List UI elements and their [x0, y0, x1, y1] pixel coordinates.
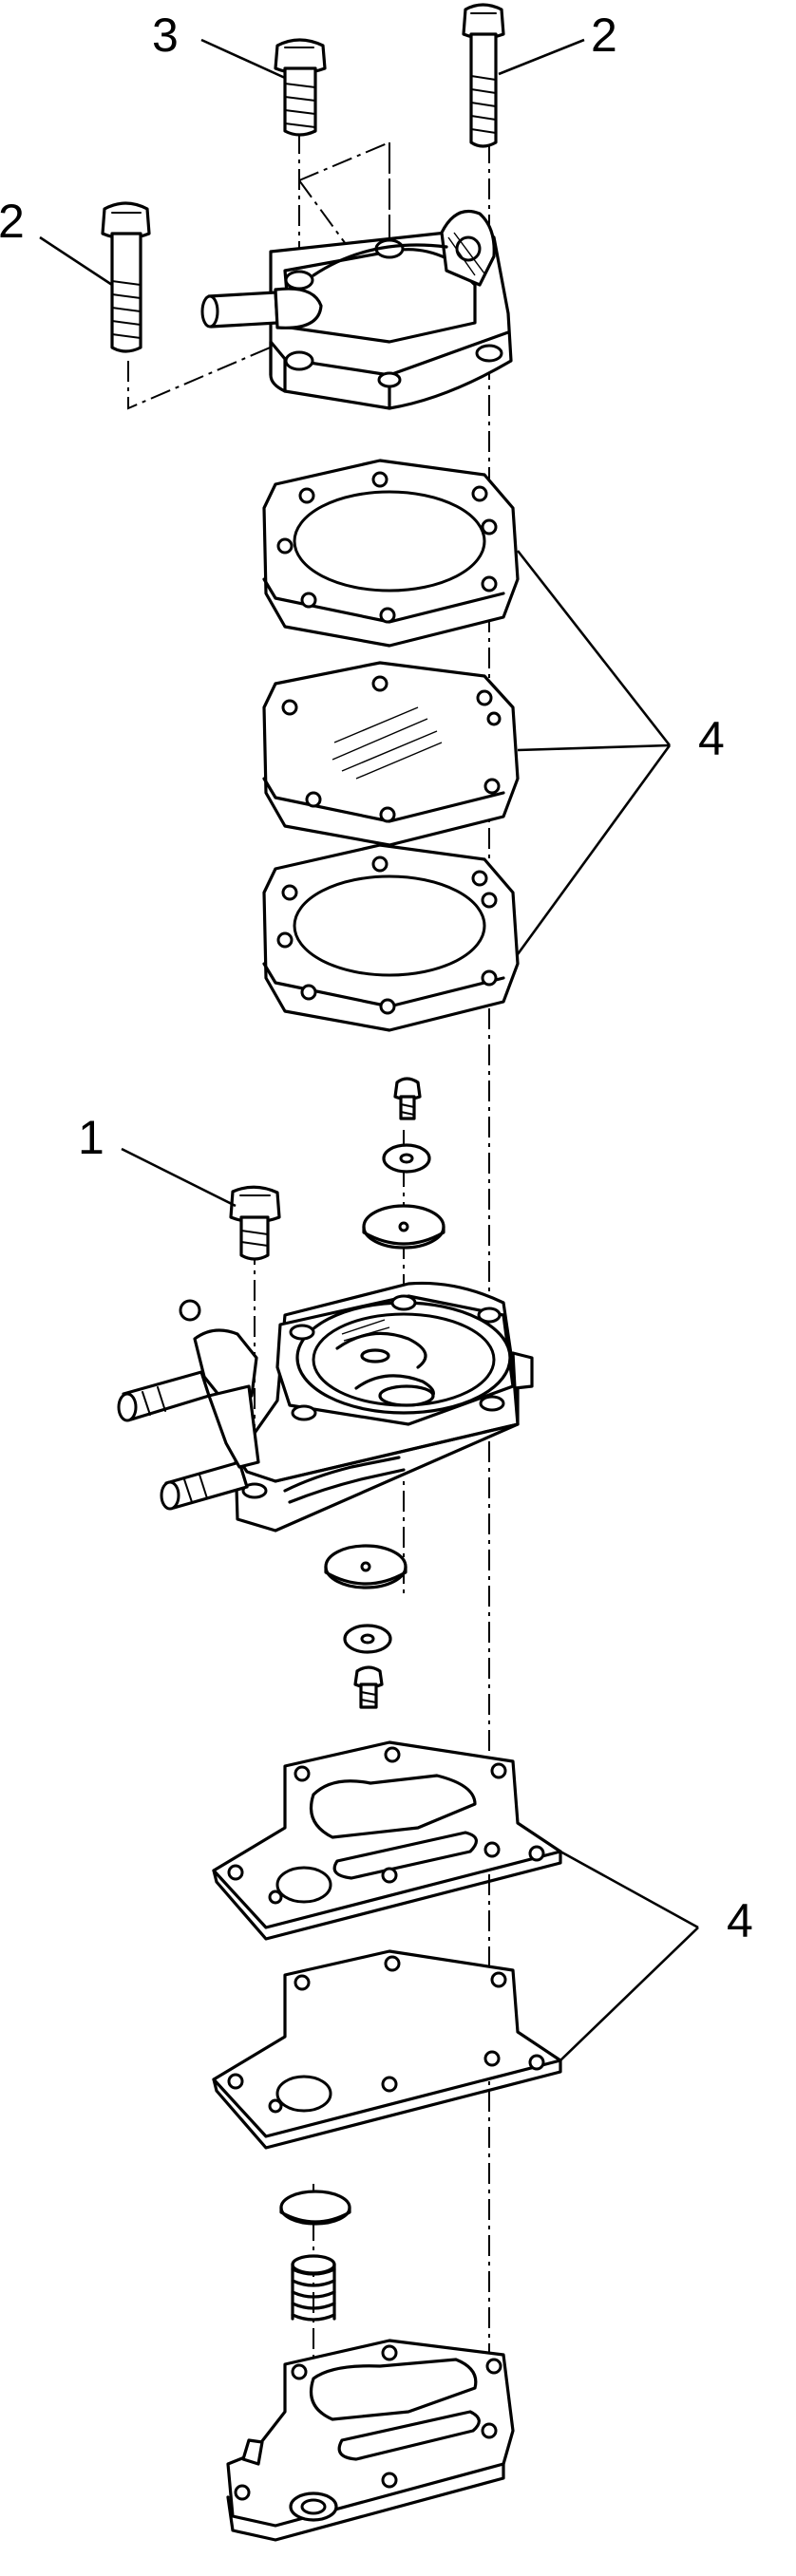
callout-2-top-right: 2: [591, 9, 617, 62]
callout-labels: 3 2 2 4 1 4: [0, 9, 753, 1947]
gasket-valve-upper: [212, 1740, 562, 1941]
pump-body: [117, 1281, 534, 1532]
callout-3: 3: [152, 9, 179, 62]
valve-screw-lower: [353, 1665, 384, 1709]
callout-4-upper: 4: [698, 712, 725, 765]
gasket-valve-lower: [212, 1949, 562, 2150]
valve-retainer-lower: [343, 1624, 392, 1654]
callout-2-left: 2: [0, 195, 25, 248]
relief-valve-disc: [279, 2190, 351, 2226]
screw-2-long-right: [462, 3, 505, 148]
valve-screw-upper: [393, 1077, 422, 1120]
valve-retainer-upper: [382, 1143, 431, 1174]
gasket-ring-lower: [262, 843, 520, 1032]
diaphragm-plate: [262, 661, 520, 847]
gasket-ring-upper: [262, 459, 520, 648]
screw-1: [229, 1185, 281, 1261]
callout-1: 1: [78, 1111, 104, 1164]
relief-valve-spring: [291, 2254, 336, 2322]
screw-3: [274, 38, 327, 137]
screw-2-long-left: [101, 201, 151, 353]
callout-leaders: [39, 38, 699, 2061]
check-valve-disc-upper: [362, 1204, 445, 1250]
callout-4-lower: 4: [727, 1894, 753, 1947]
check-valve-disc-lower: [324, 1544, 407, 1589]
pump-bottom-cover: [226, 2339, 515, 2542]
pump-top-cover: [200, 209, 513, 410]
